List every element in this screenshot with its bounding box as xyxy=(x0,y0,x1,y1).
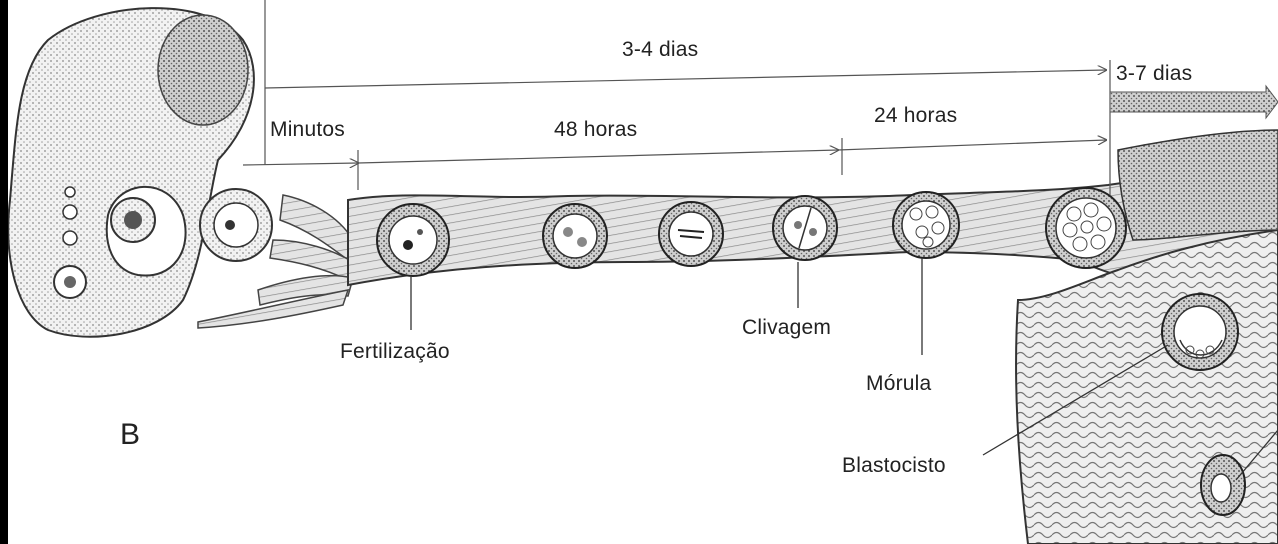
embryo-pronuclei xyxy=(543,204,607,268)
embryo-late-morula xyxy=(1046,188,1126,268)
embryo-morula xyxy=(893,192,959,258)
stage-blastocyst-label: Blastocisto xyxy=(842,454,946,478)
uterus-top xyxy=(1118,130,1278,240)
illustration xyxy=(8,0,1278,544)
ovulated-oocyte xyxy=(200,189,272,261)
stage-morula-label: Mórula xyxy=(866,372,931,396)
timeline-minutes-label: Minutos xyxy=(270,118,345,142)
embryo-metaphase xyxy=(659,202,723,266)
embryo-zygote xyxy=(377,204,449,276)
timeline-24h-label: 24 horas xyxy=(874,104,957,128)
panel-letter: B xyxy=(120,418,140,452)
embryo-implanting xyxy=(1201,455,1245,515)
timeline-total-label: 3-4 dias xyxy=(622,38,698,62)
continue-arrow xyxy=(1110,86,1278,118)
embryo-two-cell xyxy=(773,196,837,260)
embryo-blastocyst xyxy=(1162,294,1238,370)
stage-fertilization-label: Fertilização xyxy=(340,340,450,364)
diagram-panel: 3-4 dias 3-7 dias Minutos 48 horas 24 ho… xyxy=(8,0,1278,544)
timeline-after-label: 3-7 dias xyxy=(1116,62,1192,86)
timeline xyxy=(243,0,1110,195)
timeline-48h-label: 48 horas xyxy=(554,118,637,142)
ovary xyxy=(8,8,254,337)
stage-cleavage-label: Clivagem xyxy=(742,316,831,340)
